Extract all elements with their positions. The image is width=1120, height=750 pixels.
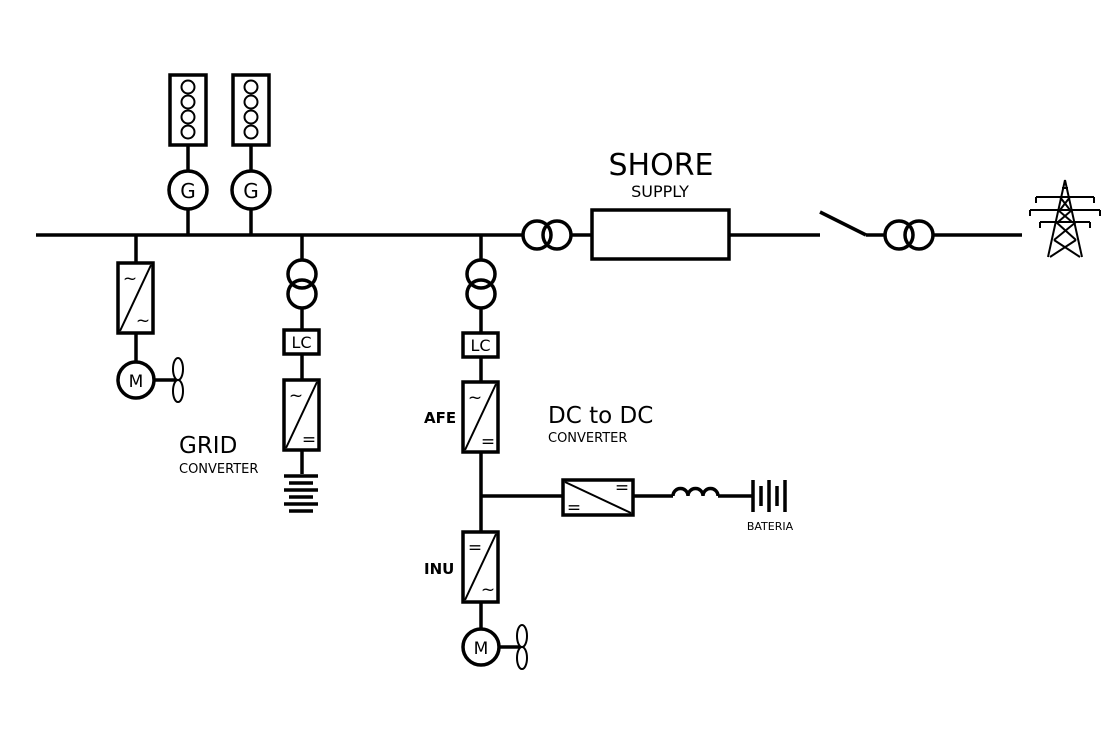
grid-converter-branch: LC ~ = GRID CONVERTER <box>179 235 321 513</box>
propeller-left-icon <box>172 357 184 403</box>
transformer-afe-icon <box>465 258 497 310</box>
grid-converter-subtitle: CONVERTER <box>179 462 258 477</box>
grid-converter-title: GRID <box>179 433 237 459</box>
svg-text:=: = <box>481 432 495 452</box>
inductor-icon <box>671 486 720 497</box>
dc-dc-title: DC to DC <box>548 403 653 429</box>
shore-subtitle: SUPPLY <box>631 182 689 201</box>
generator-1-label: G <box>180 179 196 203</box>
lc-filter-afe-label: LC <box>470 336 490 355</box>
transformer-shore-icon <box>521 219 573 251</box>
svg-text:~: ~ <box>481 580 495 600</box>
svg-text:=: = <box>468 538 482 558</box>
motor-right-label: M <box>474 639 489 659</box>
lc-filter-grid-label: LC <box>291 333 311 352</box>
battery-label: BATERIA <box>747 520 794 533</box>
shore-title: SHORE <box>608 148 713 183</box>
battery-icon <box>751 480 787 512</box>
svg-text:=: = <box>302 430 316 450</box>
svg-text:=: = <box>615 478 629 498</box>
generator-2-engine-icon <box>231 73 271 147</box>
motor-left-label: M <box>129 372 144 392</box>
afe-inu-branch: LC ~ = AFE = = DC to DC CONVERTER BATERI… <box>424 235 794 670</box>
inu-label: INU <box>424 560 454 578</box>
svg-text:~: ~ <box>289 386 303 406</box>
transformer-grid-connection-icon <box>883 219 935 251</box>
dc-grid-icon <box>284 474 318 513</box>
svg-text:=: = <box>567 498 581 518</box>
generator-2-label: G <box>243 179 259 203</box>
generator-2: G <box>230 73 272 235</box>
lc-filter-afe <box>461 331 500 359</box>
left-motor-branch: ~ ~ M <box>116 235 184 403</box>
dc-dc-subtitle: CONVERTER <box>548 431 627 446</box>
afe-label: AFE <box>424 409 456 427</box>
breaker-switch-icon <box>819 210 867 237</box>
transmission-tower-icon <box>1029 179 1101 258</box>
propeller-right-icon <box>516 624 528 670</box>
svg-text:~: ~ <box>468 388 482 408</box>
transformer-grid-icon <box>286 258 318 310</box>
shore-supply-box <box>590 208 731 261</box>
shore-supply-branch: SHORE SUPPLY <box>521 148 1101 261</box>
svg-text:~: ~ <box>136 311 150 331</box>
svg-text:~: ~ <box>123 269 137 289</box>
generator-1: G <box>167 73 209 235</box>
